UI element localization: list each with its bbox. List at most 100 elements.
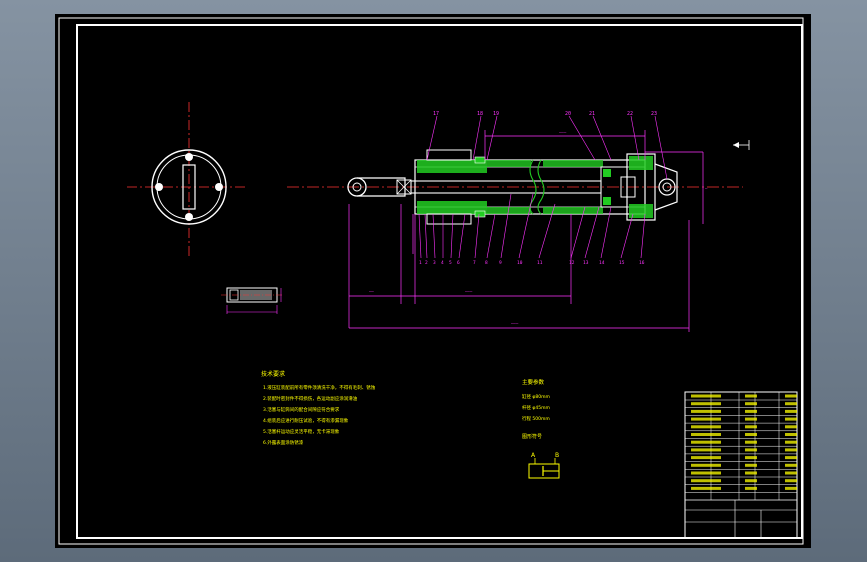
rear-clevis	[654, 163, 678, 211]
leader-lines-bottom	[418, 193, 646, 259]
end-view-bolt	[155, 183, 163, 191]
parts-cell-text	[691, 440, 721, 444]
tech-note-line: 4.组装后应进行耐压试验，不得有渗漏现象	[263, 417, 349, 424]
part-label: 7	[473, 260, 476, 266]
rod-eye-left-hole	[352, 182, 362, 192]
parts-cell-text	[785, 448, 797, 452]
part-label: 8	[485, 260, 488, 266]
drawing-sheet: ——— ——— ——— —— — 17	[55, 14, 811, 548]
parts-cell-text	[745, 433, 757, 436]
dimensions	[348, 130, 704, 332]
svg-text:———: ———	[465, 289, 473, 294]
parts-cell-text	[745, 479, 757, 483]
part-label: 12	[569, 260, 575, 266]
parts-cell-text	[691, 471, 721, 475]
svg-text:—: —	[705, 186, 708, 191]
parts-cell-text	[785, 409, 797, 413]
parts-cell-text	[691, 394, 721, 398]
parts-cell-text	[745, 456, 757, 460]
parts-cell-text	[745, 417, 757, 421]
inner-border	[76, 24, 803, 539]
parts-cell-text	[691, 456, 721, 460]
part-label: 13	[583, 260, 589, 266]
parts-cell-text	[785, 394, 797, 398]
parts-cell-text	[745, 440, 757, 444]
end-view	[127, 102, 247, 258]
hydraulic-symbol: A B	[528, 452, 560, 479]
part-label: 4	[441, 260, 444, 266]
part-label: 21	[589, 111, 595, 117]
part-label: 17	[433, 111, 439, 117]
parts-cell-text	[785, 486, 797, 490]
part-labels-bottom: 1 2 3 4 5 6 7 8 9 10 11 12 13 14 15 16	[419, 260, 645, 266]
part-label: 10	[517, 260, 523, 266]
parts-cell-text	[691, 425, 721, 429]
part-label: 15	[619, 260, 625, 266]
spec-notes: 主要参数 缸径 φ80mm 杆径 φ45mm 行程 500mm 图形符号	[522, 378, 550, 440]
detail-view	[221, 287, 283, 314]
part-label: 1	[419, 260, 422, 266]
tech-note-line: 1.液压缸装配前所有零件须清洗干净，不得有毛刺、锈蚀	[263, 384, 376, 391]
parts-cell-text	[785, 425, 797, 429]
port-label-a: A	[531, 452, 536, 459]
part-label: 18	[477, 111, 483, 117]
parts-cell-text	[691, 479, 721, 483]
break-line	[537, 159, 545, 215]
parts-cell-text	[691, 463, 721, 467]
tech-note-line: 5.活塞杆运动应灵活平稳，无卡滞现象	[263, 428, 340, 435]
part-label: 19	[493, 111, 499, 117]
tech-note-line: 3.活塞与缸筒间的配合间隙应符合要求	[263, 406, 340, 413]
part-label: 5	[449, 260, 452, 266]
tech-note-line: 2.装配时密封件不得损伤，各运动副应涂润滑油	[263, 395, 358, 402]
title-block	[684, 391, 798, 539]
parts-cell-text	[785, 456, 797, 460]
end-view-slot	[182, 164, 196, 210]
parts-cell-text	[785, 471, 797, 475]
part-label: 23	[651, 111, 657, 117]
svg-text:———: ———	[559, 130, 567, 135]
parts-cell-text	[785, 440, 797, 444]
tech-notes: 技术要求 1.液压缸装配前所有零件须清洗干净，不得有毛刺、锈蚀 2.装配时密封件…	[261, 370, 376, 446]
spec-title: 主要参数	[522, 378, 545, 386]
parts-cell-text	[785, 433, 797, 436]
spec-line: 杆径 φ45mm	[522, 404, 550, 411]
end-view-bolt	[185, 153, 193, 161]
spec-line: 行程 500mm	[522, 415, 550, 422]
parts-cell-text	[745, 471, 757, 475]
parts-cell-text	[745, 425, 757, 429]
parts-cell-text	[691, 486, 721, 490]
parts-cell-text	[785, 479, 797, 483]
end-view-outer-circle	[151, 149, 227, 225]
parts-cell-text	[745, 448, 757, 452]
svg-text:——: ——	[369, 289, 374, 294]
end-view-bolt	[215, 183, 223, 191]
front-head-hatch-bottom	[417, 201, 487, 214]
parts-cell-text	[691, 402, 721, 406]
drawing-canvas: ——— ——— ——— —— — 17	[58, 17, 804, 545]
parts-cell-text	[691, 417, 721, 421]
leader-lines-top	[426, 115, 668, 180]
front-head-hatch-top	[417, 160, 487, 173]
parts-cell-text	[745, 409, 757, 413]
main-section-view: ——— ——— ——— —— — 17	[287, 111, 750, 332]
parts-cell-text	[785, 402, 797, 406]
port-label-b: B	[555, 452, 559, 459]
part-label: 2	[425, 260, 428, 266]
part-label: 11	[537, 260, 543, 266]
part-label: 9	[499, 260, 502, 266]
section-arrow	[733, 140, 750, 150]
rear-head	[626, 153, 656, 221]
parts-cell-text	[785, 463, 797, 467]
rod-end	[357, 177, 406, 197]
part-label: 3	[433, 260, 436, 266]
parts-cell-text	[745, 394, 757, 398]
symbol-title: 图形符号	[522, 433, 542, 440]
svg-text:———: ———	[511, 321, 519, 326]
tech-note-line: 6.外露表面涂防锈漆	[263, 439, 304, 446]
spec-line: 缸径 φ80mm	[522, 393, 550, 400]
dimension-texts: ——— ——— ——— —— —	[369, 130, 708, 326]
part-labels-top: 17 18 19 20 21 22 23	[433, 111, 657, 117]
parts-cell-text	[785, 417, 797, 421]
parts-cell-text	[691, 448, 721, 452]
